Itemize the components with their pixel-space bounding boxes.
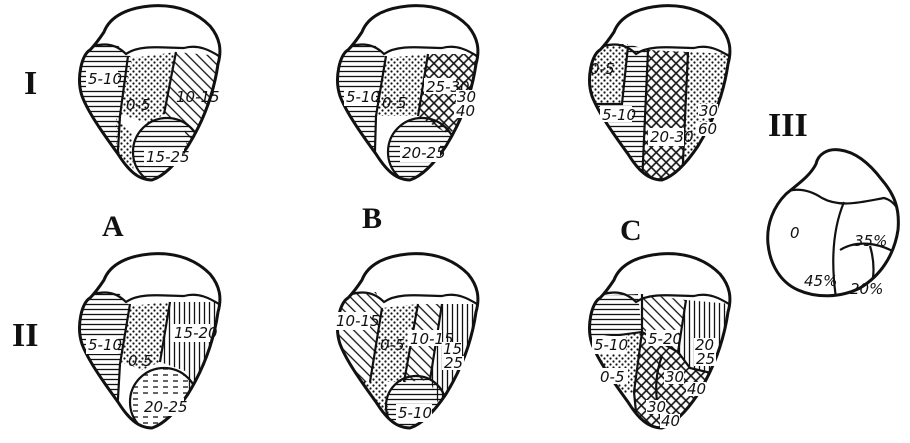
zone-label: 5-10 [602, 106, 636, 124]
zone-label: 25 [696, 350, 715, 368]
zone-label: 5-10 [594, 336, 628, 354]
zone-label: 45% [804, 272, 837, 290]
zone-label: 60 [698, 120, 717, 138]
row-label-I: I [24, 65, 37, 102]
zone-label: 35% [854, 232, 887, 250]
zone-label: 20-25 [144, 398, 188, 416]
panel-I-C: 0-5 5-10 20-30 30 60 [582, 4, 732, 184]
row-label-II: II [12, 317, 38, 354]
zone-label: 0-5 [590, 60, 615, 78]
zone-label: 30 [665, 368, 684, 386]
zone-label: 40 [456, 102, 475, 120]
row-label-III: III [768, 107, 808, 144]
panel-I-B: 5-10 0-5 25-30 30 40 20-25 [330, 4, 480, 186]
zone-label: 30 [699, 102, 718, 120]
panel-III: 0 35% 45% 20% [768, 150, 900, 298]
zone-label: 0-5 [600, 368, 625, 386]
zone-label: 20% [850, 280, 883, 298]
zone-label: 40 [687, 380, 706, 398]
zone-label: 0-5 [128, 352, 153, 370]
zone-label: 0 [790, 224, 800, 242]
zone-label: 0-5 [380, 336, 405, 354]
column-label-B: B [362, 202, 382, 235]
zone-label: 5-10 [88, 336, 122, 354]
column-label-C: C [620, 214, 642, 247]
panel-II-A: 5-10 0-5 15-20 20-25 [72, 252, 222, 436]
zone-label: 5-10 [346, 88, 380, 106]
column-label-A: A [102, 210, 124, 243]
panel-II-B: 10-15 0-5 10-15 15 25 5-10 [330, 252, 480, 436]
zone-label: 10-15 [336, 312, 380, 330]
zone-label: 5-10 [398, 404, 432, 422]
zone-label: 15-20 [174, 324, 218, 342]
zone-label: 0-5 [126, 96, 151, 114]
panel-II-C: 5-10 5-20 20 25 0-5 30 40 30 40 [582, 252, 732, 432]
zone-label: 10-15 [176, 88, 220, 106]
zone-label: 25 [444, 354, 463, 372]
panel-I-A: 5-10 0-5 10-15 15-25 [72, 4, 222, 186]
zone-label: 15-25 [146, 148, 190, 166]
zone-label: 20-25 [402, 144, 446, 162]
zone-label: 40 [661, 412, 680, 430]
zone-label: 20-30 [650, 128, 694, 146]
zone-label: 5-20 [648, 330, 682, 348]
zone-label: 0-5 [382, 94, 407, 112]
zone-label: 5-10 [88, 70, 122, 88]
